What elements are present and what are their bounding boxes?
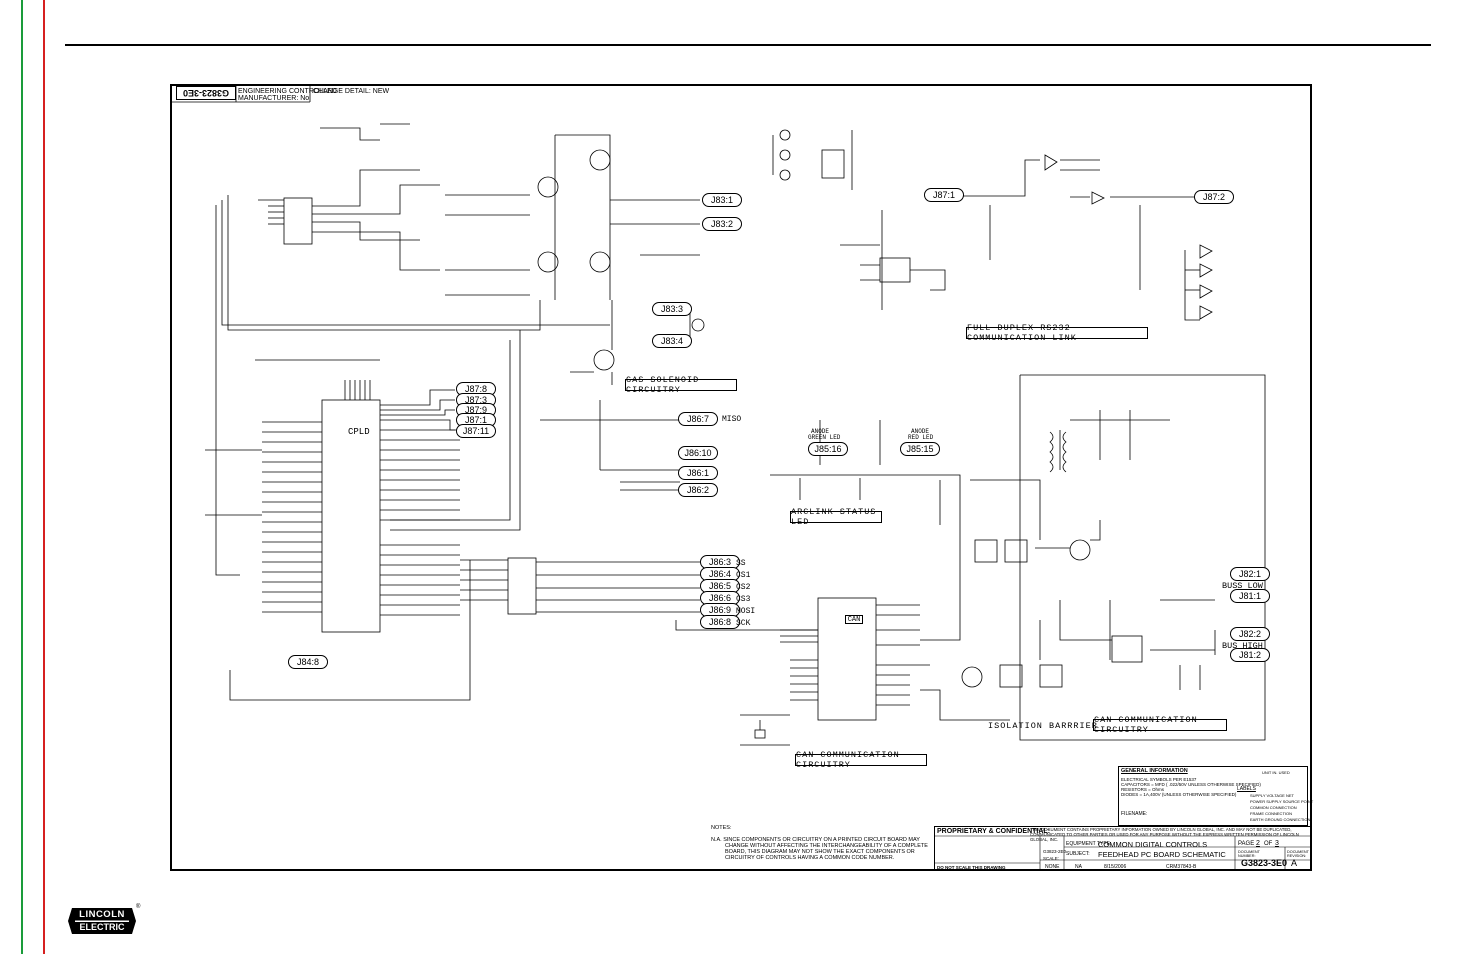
cs1-label: CS1 bbox=[736, 571, 751, 580]
general-info-line3: RESISTORS = Ohms bbox=[1121, 787, 1165, 792]
connector-j83-3: J83:3 bbox=[652, 302, 692, 316]
general-info-line4: DIODES = 1A,400V (UNLESS OTHERWISE SPECI… bbox=[1121, 792, 1237, 797]
left-rule-red bbox=[43, 0, 45, 954]
manufacturer: MANUFACTURER: No bbox=[238, 95, 310, 102]
legend-earth: EARTH GROUND CONNECTION bbox=[1250, 817, 1311, 822]
page-total: 3 bbox=[1275, 840, 1279, 847]
connector-j83-2: J83:2 bbox=[702, 217, 742, 231]
reference: G3823-2E0 bbox=[1043, 849, 1067, 854]
notes-na: N.A. SINCE COMPONENTS OR CIRCUITRY ON A … bbox=[711, 837, 920, 843]
drawn-by: CRM37843-B bbox=[1166, 864, 1197, 870]
page-number: 2 bbox=[1256, 840, 1260, 847]
full-duplex-label: FULL DUPLEX RS232 COMMUNICATION LINK bbox=[966, 323, 1148, 343]
notes-line4: CIRCUITRY OF CONTROLS HAVING A COMMON CO… bbox=[725, 855, 895, 861]
engineering-controlled: ENGINEERING CONTROLLED bbox=[238, 88, 337, 95]
general-info-title: GENERAL INFORMATION bbox=[1121, 768, 1188, 774]
cs3-label: CS3 bbox=[736, 595, 751, 604]
connector-j87-11: J87:11 bbox=[456, 424, 496, 438]
page-label: PAGE bbox=[1238, 841, 1255, 847]
subject-label: SUBJECT: bbox=[1066, 851, 1090, 857]
document-number: G3823-3E0 bbox=[1241, 858, 1288, 868]
notes-line3: BOARD, THIS DIAGRAM MAY NOT SHOW THE EXA… bbox=[725, 849, 915, 855]
connector-j82-1: J82:1 bbox=[1230, 567, 1270, 581]
can-chip-label: CAN bbox=[845, 615, 863, 624]
connector-j86-7: J86:7 bbox=[678, 412, 718, 426]
connector-j81-2: J81:2 bbox=[1230, 648, 1270, 662]
cs2-label: CS2 bbox=[736, 583, 751, 592]
general-info-line1: ELECTRICAL SYMBOLS PER E1537 bbox=[1121, 777, 1197, 782]
legend-unit: UNIT IN. USED bbox=[1262, 770, 1290, 775]
general-info-filename: FILENAME: bbox=[1121, 811, 1148, 817]
subject: FEEDHEAD PC BOARD SCHEMATIC bbox=[1098, 850, 1226, 859]
general-info-line2: CAPACITORS = MFD ( .022/50V UNLESS OTHER… bbox=[1121, 782, 1261, 787]
schematic-sheet bbox=[170, 84, 1312, 871]
can-comm-right-label: CAN COMMUNICATION CIRCUITRY bbox=[1093, 715, 1227, 735]
top-rule bbox=[65, 44, 1431, 46]
connector-j86-8: J86:8 bbox=[700, 615, 740, 629]
do-not-scale: DO NOT SCALE THIS DRAWING bbox=[937, 865, 1006, 870]
connector-j85-16: J85:16 bbox=[808, 442, 848, 456]
connector-j86-1: J86:1 bbox=[678, 466, 718, 480]
connector-j83-4: J83:4 bbox=[652, 334, 692, 348]
connector-j87-1a: J87:1 bbox=[924, 188, 964, 202]
revision: A bbox=[1291, 858, 1298, 868]
connector-j81-1: J81:1 bbox=[1230, 589, 1270, 603]
scale: NONE bbox=[1045, 864, 1060, 870]
ss-label: SS bbox=[736, 559, 746, 568]
date: 8/15/2006 bbox=[1104, 864, 1127, 870]
of-label: OF bbox=[1264, 841, 1273, 847]
material: NA bbox=[1075, 864, 1082, 870]
mosi-label: MOSI bbox=[736, 607, 756, 616]
connector-j82-2: J82:2 bbox=[1230, 627, 1270, 641]
proprietary-text: THIS DOCUMENT CONTAINS PROPRIETARY INFOR… bbox=[1030, 827, 1299, 842]
connector-j87-2: J87:2 bbox=[1194, 190, 1234, 204]
cpld-label: CPLD bbox=[348, 427, 370, 437]
miso-label: MISO bbox=[722, 415, 742, 424]
document-number-label: DOCUMENT NUMBER: bbox=[1238, 850, 1260, 858]
connector-j86-10: J86:10 bbox=[678, 446, 718, 460]
legend-common: COMMON CONNECTION bbox=[1250, 805, 1297, 810]
registered-mark: ® bbox=[136, 904, 141, 910]
gas-solenoid-label: GAS SOLENOID CIRCUITRY bbox=[625, 375, 737, 395]
equipment-type-label: EQUIPMENT TYPE: bbox=[1066, 841, 1112, 847]
can-comm-left-label: CAN COMMUNICATION CIRCUITRY bbox=[795, 750, 927, 770]
arclink-label: ARCLINK STATUS LED bbox=[790, 507, 882, 527]
connector-j86-2: J86:2 bbox=[678, 483, 718, 497]
title-block bbox=[934, 826, 1312, 871]
connector-j84-8: J84:8 bbox=[288, 655, 328, 669]
anode-label-1: ANODE bbox=[811, 428, 830, 435]
lincoln-electric-logo: LINCOLN ELECTRIC ® bbox=[66, 904, 141, 938]
connector-j85-15: J85:15 bbox=[900, 442, 940, 456]
green-led-label: GREEN LED bbox=[808, 434, 841, 441]
logo-line2: ELECTRIC bbox=[79, 922, 125, 932]
revision-label: DOCUMENT REVISION: bbox=[1287, 850, 1309, 858]
notes-line2: CHANGE WITHOUT AFFECTING THE INTERCHANGE… bbox=[725, 843, 928, 849]
legend-supply: SUPPLY VOLTAGE NET bbox=[1250, 793, 1294, 798]
equipment-type: COMMON DIGITAL CONTROLS bbox=[1098, 840, 1208, 849]
sck-label: SCK bbox=[736, 619, 751, 628]
bus-high-label: BUS HIGH bbox=[1222, 641, 1263, 651]
general-info-labels: LABELS bbox=[1237, 786, 1256, 792]
connector-j83-1: J83:1 bbox=[702, 193, 742, 207]
legend-frame: FRAME CONNECTION bbox=[1250, 811, 1292, 816]
logo-line1: LINCOLN bbox=[79, 909, 125, 920]
left-rule-green bbox=[21, 0, 23, 954]
connector-j86-5: J86:5 bbox=[700, 579, 740, 593]
general-info-box bbox=[1118, 766, 1308, 826]
red-led-label: RED LED bbox=[908, 434, 934, 441]
anode-label-2: ANODE bbox=[911, 428, 930, 435]
change-detail: CHANGE DETAIL: NEW bbox=[313, 88, 390, 95]
buss-low-label: BUSS LOW bbox=[1222, 581, 1263, 591]
lincoln-logo-shape bbox=[68, 908, 136, 934]
notes-title: NOTES: bbox=[711, 825, 732, 831]
isolation-label: ISOLATION BARRRIER bbox=[988, 721, 1098, 731]
scale-label: SCALE: bbox=[1043, 856, 1060, 861]
legend-power: POWER SUPPLY SOURCE POINT bbox=[1250, 799, 1314, 804]
proprietary-label: PROPRIETARY & CONFIDENTIAL: bbox=[937, 828, 1051, 835]
